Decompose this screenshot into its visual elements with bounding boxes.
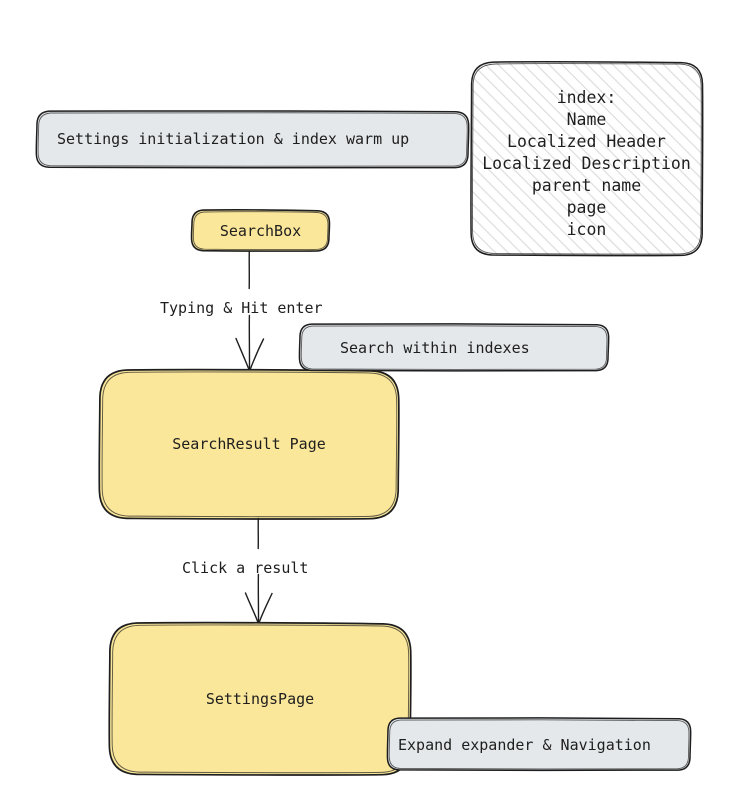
searchbox-label: SearchBox: [219, 222, 302, 240]
index-line-title: index:: [556, 88, 617, 107]
searchbox-shape[interactable]: [190, 209, 331, 252]
index-box: index: Name Localized Header Localized D…: [471, 62, 702, 255]
index-line-localized-header: Localized Header: [507, 132, 666, 151]
index-line-page: page: [566, 198, 607, 217]
searchresult-label: SearchResult Page: [172, 435, 326, 453]
index-line-parent-name: parent name: [531, 176, 642, 195]
note-init-shape: [35, 110, 470, 169]
note-expand-shape: [386, 717, 692, 772]
edge-typing-arrow: [235, 250, 265, 372]
searchresult-node[interactable]: SearchResult Page: [100, 370, 398, 518]
note-search-shape: [298, 323, 610, 372]
index-line-name: Name: [566, 110, 607, 129]
index-box-shape: [470, 61, 704, 257]
edge-click-arrow: [244, 517, 273, 625]
index-line-localized-description: Localized Description: [482, 154, 691, 173]
settingspage-node[interactable]: SettingsPage: [110, 623, 410, 774]
settingspage-label: SettingsPage: [205, 690, 315, 708]
searchbox-node[interactable]: SearchBox: [192, 210, 329, 251]
settingspage-shape[interactable]: [108, 621, 412, 776]
index-line-icon: icon: [566, 220, 607, 239]
